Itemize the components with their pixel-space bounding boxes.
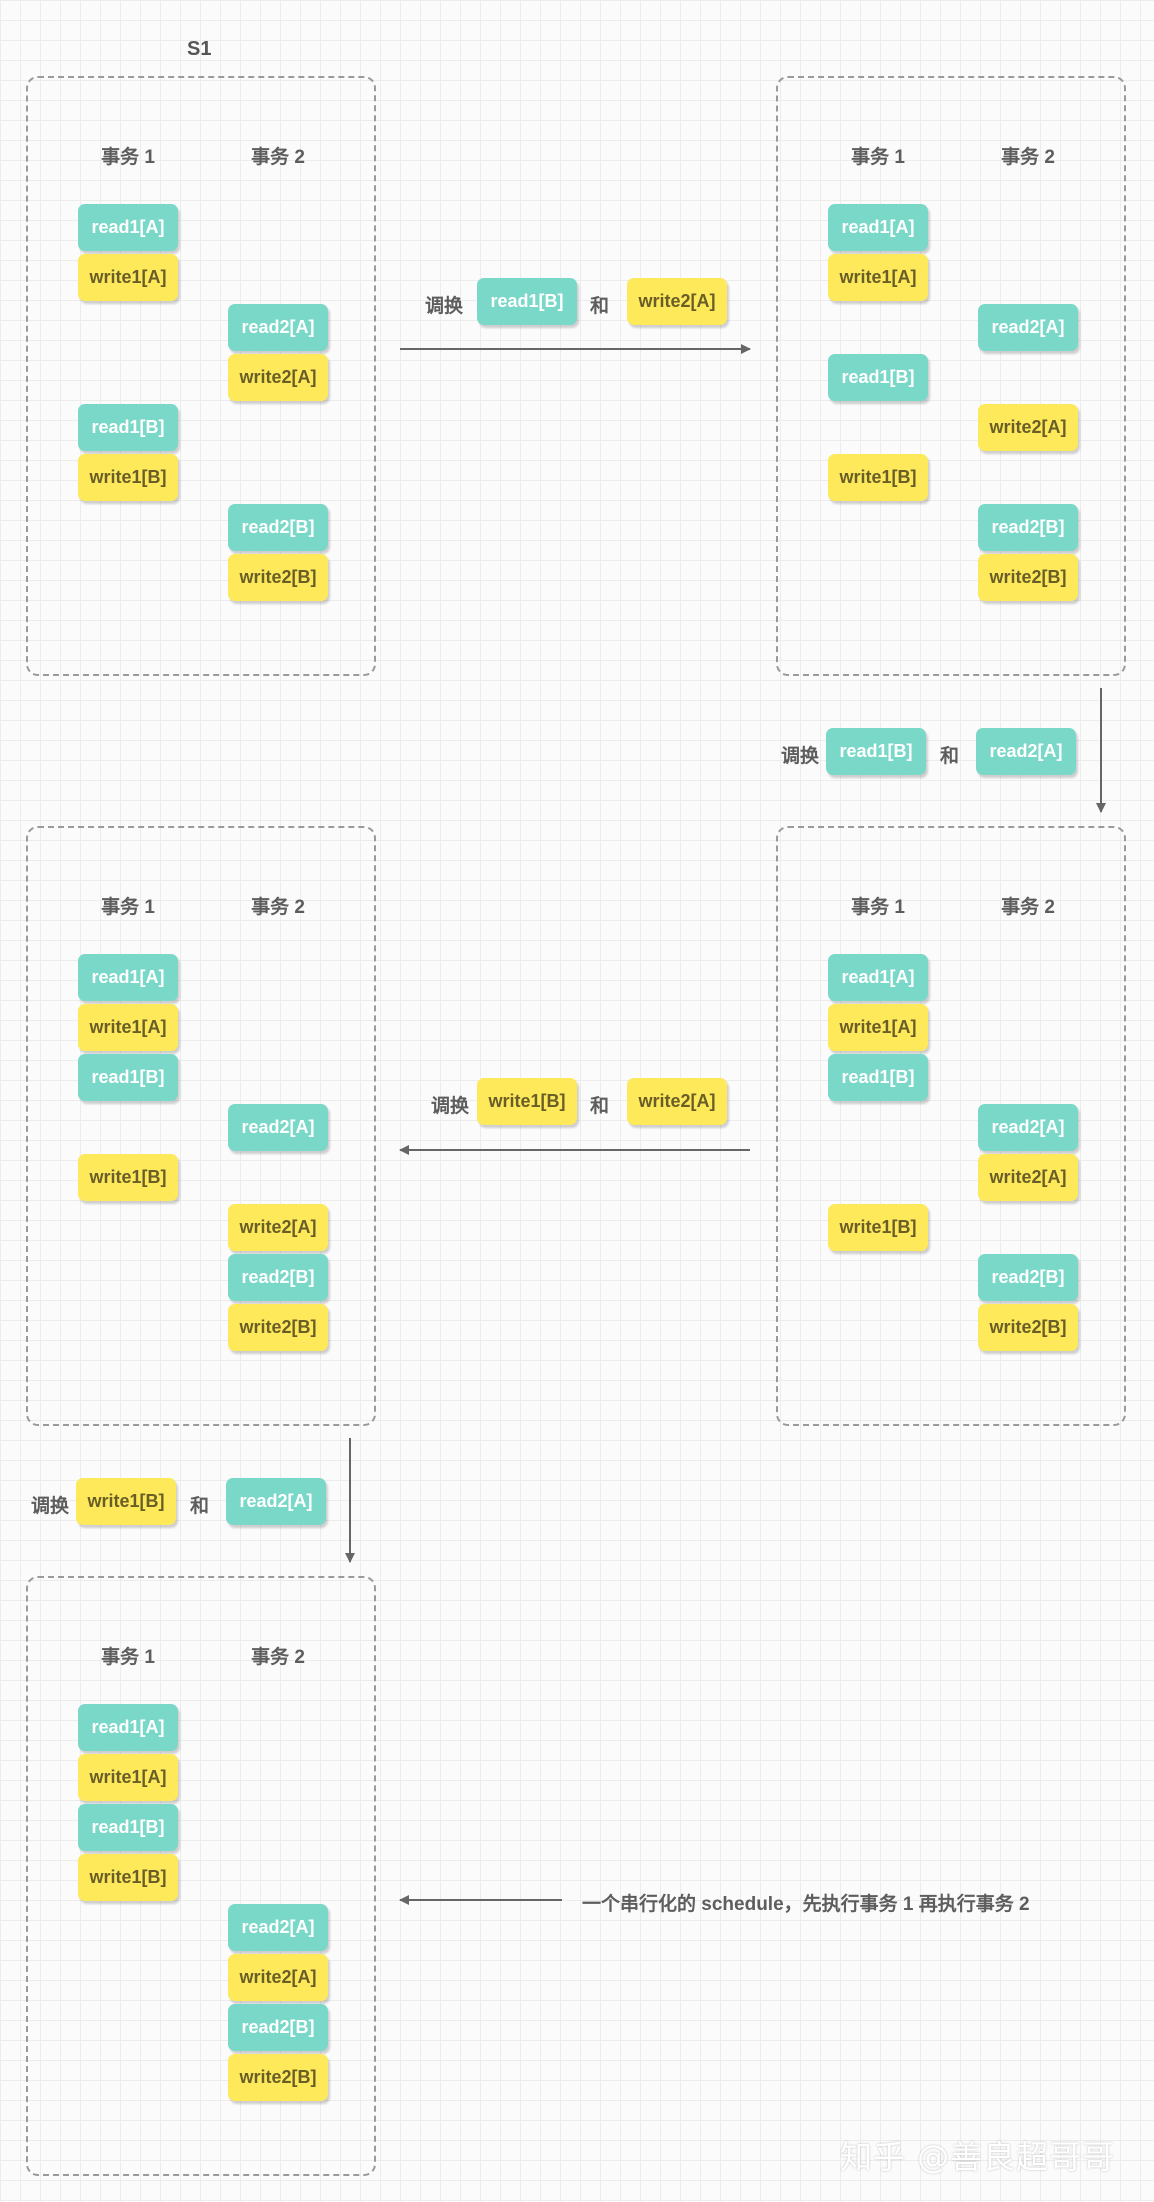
swap3-op-a: write1[B] <box>477 1078 577 1125</box>
op-read-block: read2[A] <box>228 1904 328 1951</box>
op-read-block: read1[A] <box>828 204 928 251</box>
header-txn-2: 事务 2 <box>1001 147 1055 168</box>
swap4-swap-label: 调换 <box>31 1496 70 1517</box>
swap1-op-b: write2[A] <box>627 278 727 325</box>
swap2-op-a: read1[B] <box>826 728 926 775</box>
header-txn-1: 事务 1 <box>101 897 155 918</box>
op-write-block: write2[A] <box>228 354 328 401</box>
op-read-block: read2[B] <box>228 2004 328 2051</box>
watermark: 知乎 @善良超哥哥 <box>840 2138 1116 2176</box>
op-read-block: read2[B] <box>978 1254 1078 1301</box>
op-write-block: write2[B] <box>228 554 328 601</box>
swap3-swap-label: 调换 <box>431 1096 470 1117</box>
op-write-block: write2[B] <box>978 554 1078 601</box>
op-write-block: write1[B] <box>828 1204 928 1251</box>
op-write-block: write1[A] <box>78 254 178 301</box>
swap2-and-label: 和 <box>940 746 960 767</box>
op-write-block: write1[B] <box>828 454 928 501</box>
op-write-block: write2[A] <box>228 1954 328 2001</box>
schedule-s1-label: S1 <box>187 38 212 60</box>
op-read-block: read1[A] <box>78 204 178 251</box>
op-write-block: write1[A] <box>78 1754 178 1801</box>
header-txn-2: 事务 2 <box>251 897 305 918</box>
op-read-block: read2[B] <box>228 504 328 551</box>
swap3-op-b: write2[A] <box>627 1078 727 1125</box>
swap3-and-label: 和 <box>590 1096 610 1117</box>
op-read-block: read2[A] <box>228 1104 328 1151</box>
op-write-block: write1[A] <box>828 1004 928 1051</box>
op-read-block: read2[A] <box>978 1104 1078 1151</box>
schedule-panel-step1: 事务 1 事务 2 read1[A]write1[A] read2[A] read1[B… <box>776 76 1126 676</box>
op-read-block: read1[B] <box>78 1804 178 1851</box>
op-read-block: read1[A] <box>828 954 928 1001</box>
header-txn-1: 事务 1 <box>101 147 155 168</box>
header-txn-1: 事务 1 <box>851 897 905 918</box>
header-txn-2: 事务 2 <box>1001 897 1055 918</box>
header-txn-1: 事务 1 <box>851 147 905 168</box>
op-write-block: write1[A] <box>828 254 928 301</box>
op-write-block: write2[A] <box>228 1204 328 1251</box>
schedule-panel-serial: 事务 1 事务 2 read1[A]write1[A]read1[B]write1[… <box>26 1576 376 2176</box>
op-read-block: read1[A] <box>78 954 178 1001</box>
op-write-block: write2[A] <box>978 1154 1078 1201</box>
op-read-block: read2[A] <box>228 304 328 351</box>
op-read-block: read2[B] <box>228 1254 328 1301</box>
swap4-and-label: 和 <box>190 1496 210 1517</box>
op-write-block: write1[B] <box>78 454 178 501</box>
swap4-op-b: read2[A] <box>226 1478 326 1525</box>
header-txn-1: 事务 1 <box>101 1647 155 1668</box>
op-read-block: read1[B] <box>78 1054 178 1101</box>
op-read-block: read1[A] <box>78 1704 178 1751</box>
swap4-op-a: write1[B] <box>76 1478 176 1525</box>
op-read-block: read2[A] <box>978 304 1078 351</box>
serial-schedule-note: 一个串行化的 schedule，先执行事务 1 再执行事务 2 <box>582 1894 1030 1915</box>
op-read-block: read1[B] <box>828 1054 928 1101</box>
op-write-block: write2[B] <box>228 1304 328 1351</box>
op-write-block: write2[B] <box>228 2054 328 2101</box>
schedule-panel-step3: 事务 1 事务 2 read1[A]write1[A]read1[B] read2[A… <box>26 826 376 1426</box>
op-read-block: read1[B] <box>78 404 178 451</box>
header-txn-2: 事务 2 <box>251 1647 305 1668</box>
op-write-block: write1[B] <box>78 1154 178 1201</box>
swap1-and-label: 和 <box>590 296 610 317</box>
swap1-swap-label: 调换 <box>425 296 464 317</box>
op-write-block: write2[A] <box>978 404 1078 451</box>
swap2-op-b: read2[A] <box>976 728 1076 775</box>
op-write-block: write1[A] <box>78 1004 178 1051</box>
swap2-swap-label: 调换 <box>781 746 820 767</box>
header-txn-2: 事务 2 <box>251 147 305 168</box>
swap1-op-a: read1[B] <box>477 278 577 325</box>
op-read-block: read1[B] <box>828 354 928 401</box>
op-read-block: read2[B] <box>978 504 1078 551</box>
op-write-block: write1[B] <box>78 1854 178 1901</box>
schedule-panel-step2: 事务 1 事务 2 read1[A]write1[A]read1[B] read2[A… <box>776 826 1126 1426</box>
op-write-block: write2[B] <box>978 1304 1078 1351</box>
